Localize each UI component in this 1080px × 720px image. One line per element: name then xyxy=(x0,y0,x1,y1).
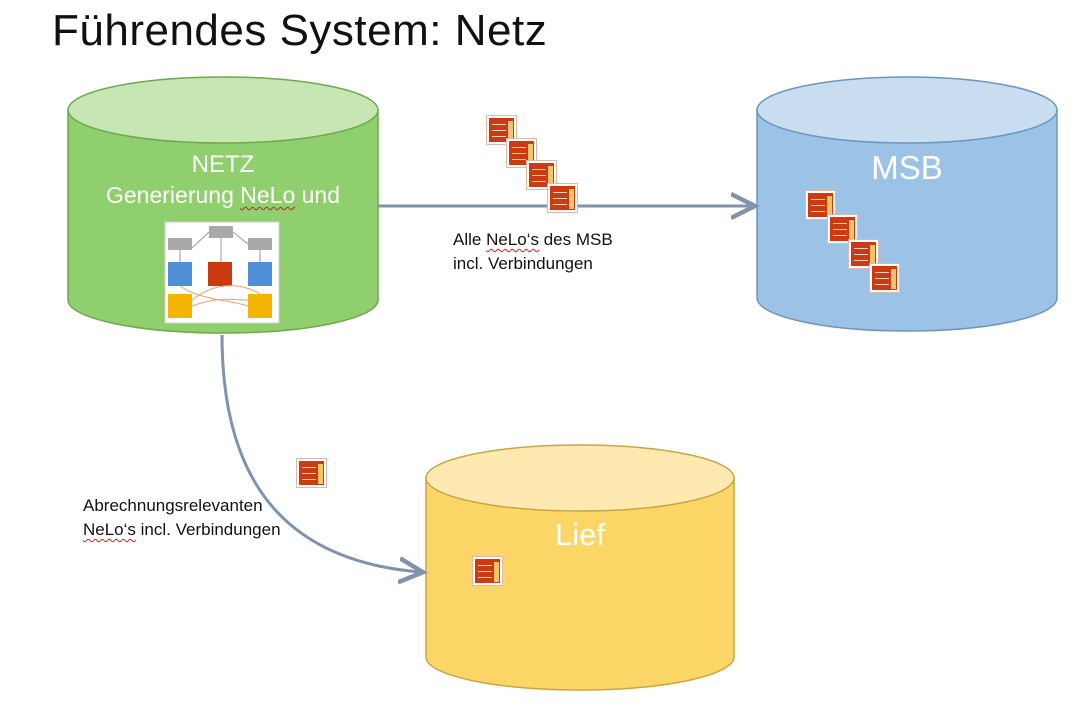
netz-title: NETZ xyxy=(191,151,255,178)
msb-label: MSB xyxy=(871,149,943,186)
edge-label-netz-lief: Abrechnungsrelevanten NeLo‘s incl. Verbi… xyxy=(83,494,281,542)
edge-label-netz-lief-line1: Abrechnungsrelevanten xyxy=(83,496,263,515)
nelo-card xyxy=(297,459,326,487)
page-title: Führendes System: Netz xyxy=(52,6,548,55)
edge-label-netz-lief-line2: NeLo‘s incl. Verbindungen xyxy=(83,518,281,542)
netz-subtitle-nelo: NeLo xyxy=(240,182,296,208)
edge-label-netz-lief-post: incl. Verbindungen xyxy=(135,520,281,539)
nelo-card xyxy=(870,264,899,292)
nelo-card xyxy=(548,184,577,212)
nelo-card xyxy=(473,557,502,585)
edge-label-netz-msb-line2: incl. Verbindungen xyxy=(453,254,593,273)
edge-label-netz-msb-nelo: NeLo‘s xyxy=(486,230,539,249)
edge-label-netz-msb-pre: Alle xyxy=(453,230,487,249)
lief-cylinder xyxy=(425,444,735,691)
edge-label-netz-msb-line1: Alle NeLo‘s des MSB xyxy=(453,228,613,252)
lief-label: Lief xyxy=(555,517,605,552)
edge-label-netz-lief-nelo: NeLo‘s xyxy=(83,520,136,539)
nelo-card xyxy=(507,139,536,167)
netz-diagram-thumbnail xyxy=(164,221,280,324)
edge-label-netz-msb-post: des MSB xyxy=(539,230,613,249)
nelo-card xyxy=(828,215,857,243)
nelo-card xyxy=(806,191,835,219)
edge-label-netz-msb: Alle NeLo‘s des MSB incl. Verbindungen xyxy=(453,228,613,276)
netz-subtitle-pre: Generierung xyxy=(106,182,241,208)
netz-subtitle: Generierung NeLo und xyxy=(68,180,378,210)
netz-label: NETZ Generierung NeLo und xyxy=(68,150,378,210)
netz-cylinder xyxy=(67,76,379,334)
msb-cylinder xyxy=(756,76,1058,332)
nelo-card xyxy=(487,116,516,144)
arrow-netz-to-lief xyxy=(220,334,420,572)
netz-subtitle-post: und xyxy=(295,182,340,208)
nelo-card xyxy=(849,240,878,268)
